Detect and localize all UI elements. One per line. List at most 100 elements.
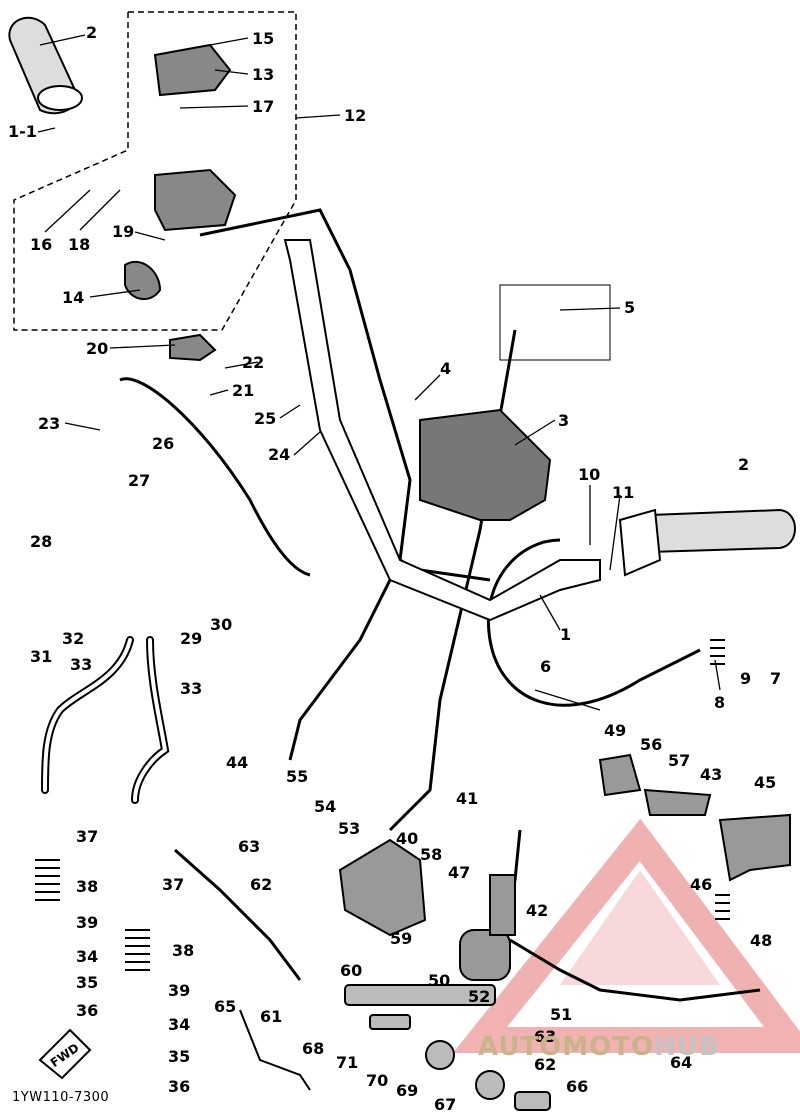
watermark-brand-part-3: HUB [654,1032,720,1062]
carburetor-body [338,753,791,981]
callout-38-a: 38 [76,877,98,896]
callout-27: 27 [128,471,150,490]
callout-12: 12 [344,106,366,125]
switch-housing [124,43,237,362]
callout-labels: 2 1-1 15 13 17 12 16 18 19 14 20 22 21 2… [8,23,781,1114]
linkage-parts [239,984,551,1111]
callout-59: 59 [390,929,412,948]
callout-57: 57 [668,751,690,770]
callout-labels-repeat: 2 33 37 38 39 34 35 36 63 62 [162,455,749,1096]
callout-24: 24 [268,445,290,464]
callout-36-a: 36 [76,1001,98,1020]
callout-15: 15 [252,29,274,48]
watermark-brand-part-2: MOTO [562,1032,655,1062]
callout-51: 51 [550,1005,572,1024]
fwd-stamp-shape [38,1028,92,1080]
callout-20: 20 [86,339,108,358]
callout-2: 2 [86,23,97,42]
callout-35-a: 35 [76,973,98,992]
callout-18: 18 [68,235,90,254]
callout-7: 7 [770,669,781,688]
callout-11: 11 [612,483,634,502]
callout-31: 31 [30,647,52,666]
callout-35-b: 35 [168,1047,190,1066]
handlebar-cover [419,408,552,521]
callout-3: 3 [558,411,569,430]
callout-37-a: 37 [76,827,98,846]
callout-58: 58 [420,845,442,864]
callout-8: 8 [714,693,725,712]
callout-34-a: 34 [76,947,98,966]
callout-5: 5 [624,298,635,317]
callout-66: 66 [566,1077,588,1096]
callout-63-a: 63 [238,837,260,856]
callout-43: 43 [700,765,722,784]
callout-69: 69 [396,1081,418,1100]
callout-1: 1 [560,625,571,644]
callout-47: 47 [448,863,470,882]
callout-41: 41 [456,789,478,808]
callout-39-a: 39 [76,913,98,932]
callout-44: 44 [226,753,248,772]
callout-62-a: 62 [250,875,272,894]
watermark-brand-part-1: AUTO [478,1032,563,1062]
callout-6: 6 [540,657,551,676]
callout-68: 68 [302,1039,324,1058]
callout-40: 40 [396,829,418,848]
callout-70: 70 [366,1071,388,1090]
callout-55: 55 [286,767,308,786]
callout-16: 16 [30,235,52,254]
callout-23: 23 [38,414,60,433]
callout-37-b: 37 [162,875,184,894]
callout-34-b: 34 [168,1015,190,1034]
watermark-logo-triangle [452,818,800,1053]
callout-30: 30 [210,615,232,634]
callout-46: 46 [690,875,712,894]
callout-9: 9 [740,669,751,688]
callout-33-left: 33 [70,655,92,674]
callout-17: 17 [252,97,274,116]
leader-lines [37,34,721,711]
callout-13: 13 [252,65,274,84]
callout-67: 67 [434,1095,456,1114]
callout-29: 29 [180,629,202,648]
callout-65: 65 [214,997,236,1016]
callout-32: 32 [62,629,84,648]
callout-39-b: 39 [168,981,190,1000]
callout-19: 19 [112,222,134,241]
callout-36-b: 36 [168,1077,190,1096]
handlebar [283,239,601,622]
callout-38-b: 38 [172,941,194,960]
lever-dashed-box [499,284,611,361]
left-grip-end [37,85,83,111]
callout-48: 48 [750,931,772,950]
callout-56: 56 [640,735,662,754]
callout-71: 71 [336,1053,358,1072]
callout-54: 54 [314,797,336,816]
callout-21: 21 [232,381,254,400]
drawing-code: 1YW110-7300 [12,1090,110,1105]
callout-26: 26 [152,434,174,453]
callout-22: 22 [242,353,264,372]
callout-52: 52 [468,987,490,1006]
hoses [41,636,170,804]
callout-25: 25 [254,409,276,428]
callout-2-right: 2 [738,455,749,474]
callout-14: 14 [62,288,84,307]
callout-33-right: 33 [180,679,202,698]
callout-42: 42 [526,901,548,920]
callout-50: 50 [428,971,450,990]
springs [35,639,730,971]
watermark-brand: AUTOMOTOHUB [478,1032,720,1062]
callout-28: 28 [30,532,52,551]
callout-60: 60 [340,961,362,980]
callout-49: 49 [604,721,626,740]
right-grip [618,508,796,577]
callout-45: 45 [754,773,776,792]
callout-10: 10 [578,465,600,484]
callout-53: 53 [338,819,360,838]
callout-4: 4 [440,359,451,378]
callout-64: 64 [670,1053,692,1072]
callout-61: 61 [260,1007,282,1026]
